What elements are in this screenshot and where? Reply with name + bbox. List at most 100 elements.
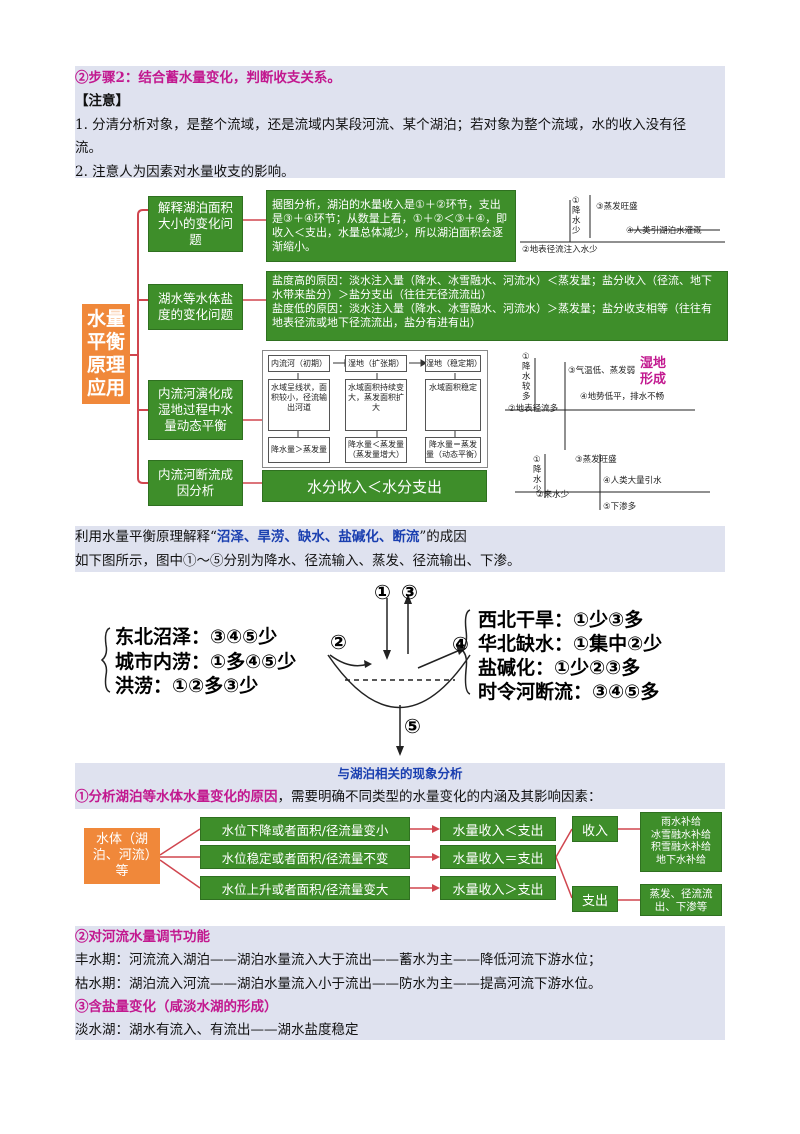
lake-p1-rest: ，需要明确不同类型的水量变化的内涵及其影响因素： (277, 789, 602, 805)
flow-result-3-label: 水量收入＞支出 (452, 882, 544, 898)
branch-cutoff: 内流河断流成因分析 (148, 460, 243, 506)
cutoff-l2: ②来水少 (536, 490, 570, 500)
sketch1-l3: ③蒸发旺盛 (596, 202, 638, 212)
branch-salinity: 湖水等水体盐度的变化问题 (148, 284, 243, 330)
lake-heading-band (75, 763, 725, 809)
flow-cond-1-label: 水位下降或者面积/径流量变小 (221, 822, 389, 838)
flow-expense: 支出 (572, 886, 618, 912)
wetland-title: 湿地形成 (640, 356, 667, 387)
sketch1-l2: ②地表径流注入水少 (522, 245, 598, 255)
note2: 2. 注意人为因素对水量收支的影响。 (75, 164, 295, 180)
label-outflow: ④ (452, 632, 469, 656)
intro-band (75, 526, 725, 572)
cutoff-l1: ①降水少 (533, 455, 542, 495)
wetland-l1: ①降水较多 (522, 352, 531, 402)
bottom-band (75, 926, 725, 1040)
sketch1-l1: ①降水少 (572, 196, 581, 236)
note1-line1: 1. 分清分析对象，是整个流域，还是流域内某段河流、某个湖泊；若对象为整个流域，… (75, 117, 687, 133)
flow-cond-2: 水位稳定或者面积/径流量不变 (200, 845, 410, 869)
branch-cutoff-detail: 水分收入＜水分支出 (262, 470, 487, 502)
lake-area-sketch (520, 195, 725, 243)
flow-result-3: 水量收入＞支出 (440, 876, 556, 900)
income-item-2: 冰雪融水补给 (651, 829, 711, 841)
wetland-l2: ③气温低、蒸发弱 (568, 366, 636, 376)
flow-cond-2-label: 水位稳定或者面积/径流量不变 (221, 850, 389, 866)
flow-result-2-label: 水量收入＝支出 (452, 851, 544, 867)
salinity-low: 盐度低的原因：淡水注入量（降水、冰雪融水、河流水）＞蒸发量；盐分收支相等（往往有… (272, 302, 712, 329)
cutoff-l3: ③蒸发旺盛 (575, 455, 617, 465)
cutoff-l4: ④人类大量引水 (603, 476, 662, 486)
intro-highlight: 沼泽、旱涝、缺水、盐碱化、断流 (216, 529, 420, 545)
stage-3-desc: 水域面积稳定 (425, 379, 481, 431)
concept-root-label: 水量平衡原理应用 (86, 308, 125, 399)
label-inflow: ② (330, 630, 347, 654)
stage-3-balance: 降水量＝蒸发量（动态平衡） (425, 437, 482, 463)
flow-income: 收入 (572, 816, 618, 842)
lake-p1: ①分析湖泊等水体水量变化的原因，需要明确不同类型的水量变化的内涵及其影响因素： (75, 787, 602, 807)
wetland-sketch (505, 358, 695, 450)
stage-2-desc: 水域面积持续变大，蒸发面积扩大 (345, 379, 407, 431)
stage-1-desc: 水域呈线状，面积较小，径流输出河道 (268, 379, 330, 431)
flow-income-label: 收入 (581, 823, 608, 839)
lake-p3-title: ③含盐量变化（咸淡水湖的形成） (75, 999, 278, 1015)
flow-cond-1: 水位下降或者面积/径流量变小 (200, 817, 410, 841)
cutoff-l5: ⑤下渗多 (603, 502, 637, 512)
wetland-l4: ②地表径流多 (508, 404, 559, 414)
flow-cond-3-label: 水位上升或者面积/径流量变大 (221, 881, 389, 897)
income-item-3: 积雪融水补给 (651, 842, 711, 853)
sketch1-l4: ④人类引湖泊水灌溉 (626, 226, 702, 236)
intro-suffix: ”的成因 (419, 529, 467, 545)
fresh-lake: 淡水湖：湖水有流入、有流出——湖水盐度稳定 (75, 1022, 359, 1038)
intro-line2: 如下图所示，图中①～⑤分别为降水、径流输入、蒸发、径流输出、下渗。 (75, 553, 521, 569)
branch-lake-area-detail: 据图分析，湖泊的水量收入是①＋②环节，支出是③＋④环节；从数量上看，①＋②＜③＋… (266, 190, 516, 262)
branch-cutoff-label: 内流河断流成因分析 (157, 467, 233, 498)
lake-p2-title: ②对河流水量调节功能 (75, 929, 210, 945)
right-item-2: 华北缺水：①集中②少 (478, 633, 663, 655)
flow-expense-items: 蒸发、径流流 出、下渗等 (640, 884, 722, 916)
step2-title: ②步骤2：结合蓄水量变化，判断收支关系。 (75, 70, 341, 86)
flow-result-1: 水量收入＜支出 (440, 817, 556, 841)
lake-heading: 与湖泊相关的现象分析 (337, 766, 463, 781)
flow-expense-label: 支出 (581, 893, 608, 909)
intro-prefix: 利用水量平衡原理解释“ (75, 529, 217, 545)
branch-wetland: 内流河演化成湿地过程中水量动态平衡 (148, 380, 243, 440)
flow-result-2: 水量收入＝支出 (440, 845, 556, 869)
stage-1-balance: 降水量＞蒸发量 (268, 437, 330, 463)
branch-salinity-label: 湖水等水体盐度的变化问题 (157, 291, 233, 322)
flow-source-label: 水体（湖泊、河流）等 (92, 832, 152, 879)
branch-lake-area-label: 解释湖泊面积大小的变化问题 (157, 200, 233, 247)
label-evap: ③ (401, 580, 418, 604)
water-balance-sketch (100, 594, 471, 756)
flow-source: 水体（湖泊、河流）等 (84, 828, 160, 884)
label-precip: ① (374, 580, 391, 604)
income-item-4: 地下水补给 (656, 854, 706, 866)
flow-cond-3: 水位上升或者面积/径流量变大 (200, 876, 410, 900)
branch-wetland-label: 内流河演化成湿地过程中水量动态平衡 (157, 386, 233, 433)
concept-map-connectors (128, 209, 266, 484)
income-item-1: 雨水补给 (661, 817, 701, 828)
lake-p1-title: ①分析湖泊等水体水量变化的原因 (75, 789, 278, 805)
flow-result-1-label: 水量收入＜支出 (452, 823, 544, 839)
flowchart-connectors (159, 825, 640, 901)
cutoff-sketch (515, 454, 710, 510)
wetland-l3: ④地势低平，排水不畅 (580, 392, 665, 402)
left-item-2: 城市内涝：①多④⑤少 (115, 651, 297, 673)
stage-3-title: 湿地（稳定期） (425, 355, 482, 372)
right-item-4: 时令河断流：③④⑤多 (478, 681, 660, 703)
expense-item-1: 蒸发、径流流 (649, 888, 713, 900)
left-item-1: 东北沼泽：③④⑤少 (115, 626, 278, 648)
branch-lake-area-detail-text: 据图分析，湖泊的水量收入是①＋②环节，支出是③＋④环节；从数量上看，①＋②＜③＋… (272, 198, 508, 253)
salinity-high: 盐度高的原因：淡水注入量（降水、冰雪融水、河流水）＜蒸发量；盐分收入（径流、地下… (272, 274, 712, 301)
step2-band (75, 66, 725, 178)
concept-root: 水量平衡原理应用 (82, 304, 130, 404)
expense-item-2: 出、下渗等 (654, 901, 708, 913)
attention-label: 【注意】 (75, 93, 129, 109)
branch-lake-area: 解释湖泊面积大小的变化问题 (148, 196, 243, 252)
stage-2-balance: 降水量＜蒸发量（蒸发量增大） (345, 437, 407, 463)
right-item-1: 西北干旱：①少③多 (478, 609, 644, 631)
right-item-3: 盐碱化：①少②③多 (478, 657, 641, 679)
stage-2-title: 湿地（扩张期） (345, 355, 407, 372)
flood-season: 丰水期：河流流入湖泊——湖泊水量流入大于流出——蓄水为主——降低河流下游水位； (75, 952, 602, 968)
label-infiltration: ⑤ (404, 714, 421, 738)
flow-income-items: 雨水补给 冰雪融水补给 积雪融水补给 地下水补给 (640, 812, 722, 872)
